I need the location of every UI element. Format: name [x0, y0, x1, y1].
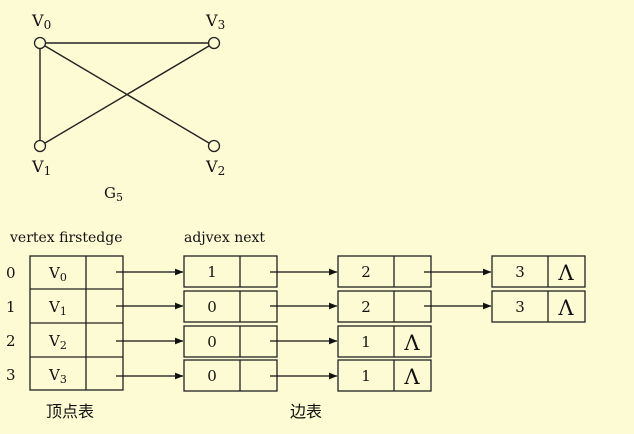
vertex-cell: V2: [48, 332, 67, 352]
edge-node: 1 Λ: [337, 325, 432, 358]
row-index: 1: [6, 298, 16, 316]
edge-node: 0: [183, 290, 278, 323]
edge-node: 3 Λ: [491, 290, 586, 323]
graph-node-label: V2: [205, 157, 225, 178]
graph-node-label: V1: [31, 157, 51, 178]
graph-node-label: V0: [31, 11, 51, 32]
vertex-cell: V3: [48, 366, 67, 386]
edge-node: 1: [183, 255, 278, 288]
edge-node: 1 Λ: [337, 359, 432, 392]
edge-node: 3 Λ: [491, 255, 586, 288]
row-index: 3: [6, 366, 16, 384]
null-pointer: Λ: [403, 331, 420, 355]
graph-edge: [39, 42, 215, 147]
graph-name: G5: [104, 184, 123, 204]
adjvex-value: 1: [207, 263, 217, 281]
adjvex-value: 2: [361, 263, 371, 281]
adjvex-value: 0: [207, 333, 217, 351]
vertex-cell: V0: [48, 264, 67, 284]
graph-node: [33, 36, 47, 50]
graph-node-label: V3: [205, 11, 225, 32]
adjvex-value: 0: [207, 298, 217, 316]
row-index: 0: [6, 264, 16, 282]
adjvex-value: 3: [515, 263, 525, 281]
edge-node: 2: [337, 255, 432, 288]
vertex-table: 0 1 2 3 V0 V1 V2 V3: [6, 255, 124, 391]
edge-node: 0: [183, 325, 278, 358]
graph-node: [207, 139, 221, 153]
edge-table-caption: 边表: [290, 402, 322, 421]
adjvex-value: 1: [361, 333, 371, 351]
vertex-table-caption: 顶点表: [46, 402, 94, 421]
vertex-table-header: vertex firstedge: [9, 230, 122, 246]
adjvex-value: 2: [361, 298, 371, 316]
null-pointer: Λ: [557, 296, 574, 320]
edge-node: 0: [183, 359, 278, 392]
vertex-cell: V1: [48, 298, 67, 318]
row-index: 2: [6, 332, 16, 350]
null-pointer: Λ: [557, 261, 574, 285]
edge-node: 2: [337, 290, 432, 323]
graph-node: [207, 36, 221, 50]
null-pointer: Λ: [403, 365, 420, 389]
graph-node: [33, 139, 47, 153]
graph-g5: V0 V3 V1 V2 G5: [31, 11, 225, 204]
adjvex-value: 1: [361, 367, 371, 385]
edge-table-header: adjvex next: [184, 230, 265, 246]
adjvex-value: 0: [207, 367, 217, 385]
adjvex-value: 3: [515, 298, 525, 316]
